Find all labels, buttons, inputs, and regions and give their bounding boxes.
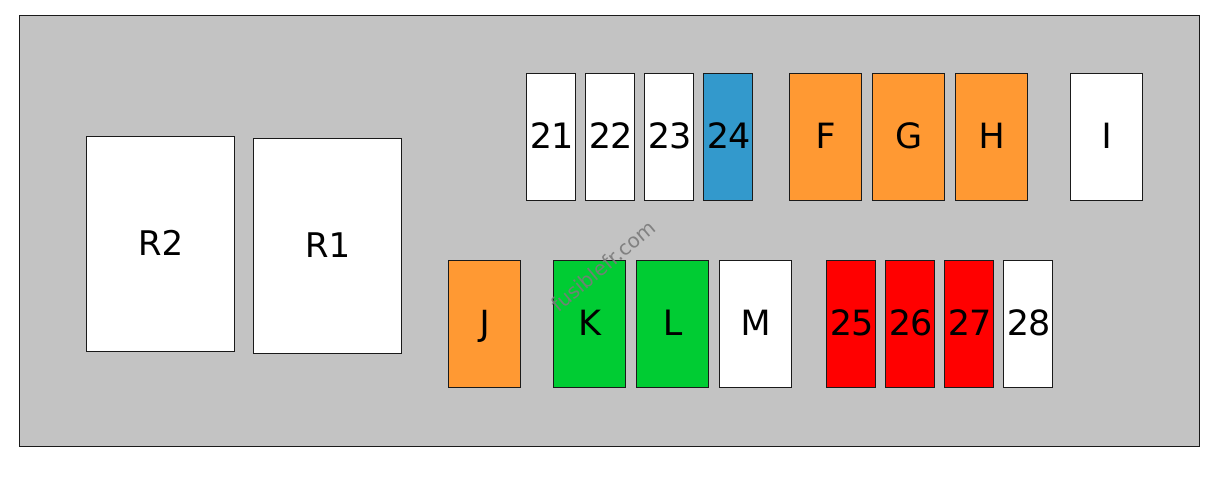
fuse-f: F [789, 73, 862, 201]
fuse-26: 26 [885, 260, 935, 388]
fuse-26-label: 26 [888, 303, 933, 344]
fuse-h-label: H [978, 116, 1005, 157]
fuse-21: 21 [526, 73, 576, 201]
relay-r2: R2 [86, 136, 235, 352]
fuse-23: 23 [644, 73, 694, 201]
fuse-k: K [553, 260, 626, 388]
fuse-l-label: L [662, 303, 683, 344]
fuse-24: 24 [703, 73, 753, 201]
fuse-28: 28 [1003, 260, 1053, 388]
relay-r1-label: R1 [304, 226, 351, 266]
fuse-m-label: M [740, 303, 771, 344]
fuse-28-label: 28 [1006, 303, 1051, 344]
fuse-l: L [636, 260, 709, 388]
fuse-k-label: K [578, 303, 601, 344]
fuse-27-label: 27 [947, 303, 992, 344]
fuse-g-label: G [894, 116, 923, 157]
fuse-m: M [719, 260, 792, 388]
fuse-27: 27 [944, 260, 994, 388]
fuse-i-label: I [1101, 116, 1112, 157]
relay-r2-label: R2 [137, 224, 184, 264]
fuse-25-label: 25 [829, 303, 874, 344]
fuse-i: I [1070, 73, 1143, 201]
fuse-23-label: 23 [647, 116, 692, 157]
fuse-22-label: 22 [588, 116, 633, 157]
fuse-24-label: 24 [706, 116, 751, 157]
relay-r1: R1 [253, 138, 402, 354]
fuse-g: G [872, 73, 945, 201]
fuse-h: H [955, 73, 1028, 201]
fuse-22: 22 [585, 73, 635, 201]
fuse-21-label: 21 [529, 116, 574, 157]
fuse-j-label: J [479, 303, 490, 344]
fuse-f-label: F [815, 116, 836, 157]
fuse-25: 25 [826, 260, 876, 388]
fuse-j: J [448, 260, 521, 388]
